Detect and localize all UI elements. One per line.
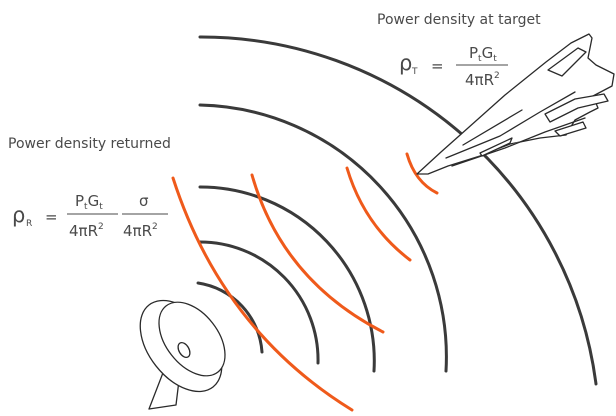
target-denominator: 4πR2 xyxy=(465,71,500,89)
return-wave-3 xyxy=(250,173,385,334)
returned-denominator: 4πR2 xyxy=(69,222,104,240)
returned-denominator-2: 4πR2 xyxy=(123,222,158,240)
target-rho-subscript: T xyxy=(411,67,418,77)
returned-numerator: PtGt xyxy=(75,192,103,212)
return-wave-2 xyxy=(345,166,412,262)
fighter-jet-icon xyxy=(416,33,615,175)
transmit-wave-2 xyxy=(197,240,320,365)
target-equals: = xyxy=(431,57,444,75)
target-rho: ρ xyxy=(399,51,412,75)
return-wave-1 xyxy=(405,152,439,195)
target-caption: Power density at target xyxy=(377,12,541,28)
transmit-wave-3 xyxy=(198,185,376,373)
returned-wavefronts xyxy=(171,152,439,412)
returned-equals: = xyxy=(45,208,58,226)
transmit-wave-4 xyxy=(198,103,448,373)
returned-rho: ρ xyxy=(12,203,25,227)
transmit-wave-1 xyxy=(196,281,264,354)
returned-equation: ρ R = PtGt 4πR2 σ 4πR2 xyxy=(12,192,168,240)
return-wave-4 xyxy=(171,176,354,412)
returned-numerator-sigma: σ xyxy=(139,192,149,210)
target-equation: ρ T = PtGt 4πR2 xyxy=(399,44,508,89)
returned-caption: Power density returned xyxy=(8,136,171,152)
returned-rho-subscript: R xyxy=(26,219,32,229)
target-numerator: PtGt xyxy=(469,44,497,64)
radar-dish-icon xyxy=(139,299,226,410)
